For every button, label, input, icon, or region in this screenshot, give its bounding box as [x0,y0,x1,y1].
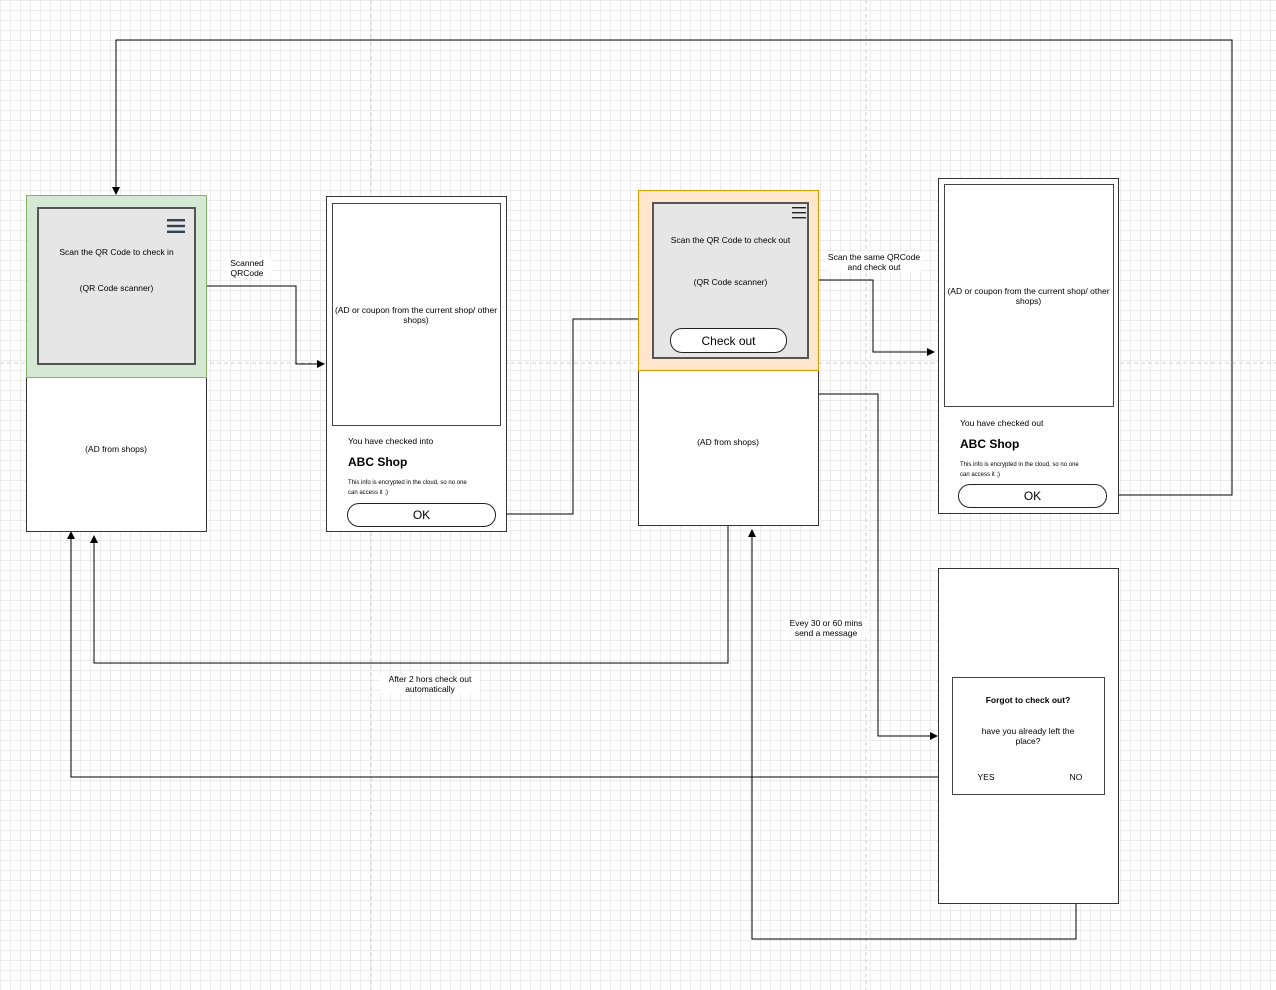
checked-in-ad-label: (AD or coupon from the current shop/ oth… [334,305,498,326]
checkout-ad: (AD from shops) [697,437,759,447]
checkout-button[interactable]: Check out [670,328,787,353]
checked-out-shop-name: ABC Shop [960,437,1020,451]
checkin-scanner[interactable]: Scan the QR Code to check in (QR Code sc… [37,207,196,365]
edge-label-auto-checkout: After 2 hors check out automatically [380,674,480,695]
edge-scanned [206,285,325,368]
checked-out-status: You have checked out [960,418,1044,428]
checkout-screen: Scan the QR Code to check out (QR Code s… [637,189,819,526]
edge-label-reminder-interval: Evey 30 or 60 mins send a message [784,618,868,639]
reminder-no-button[interactable]: NO [1069,772,1083,782]
checkin-scanner-title: Scan the QR Code to check in [59,247,174,257]
checkin-scanner-label: (QR Code scanner) [79,283,154,293]
checked-in-ad-box: (AD or coupon from the current shop/ oth… [332,203,501,426]
reminder-screen: Forgot to check out? have you already le… [938,568,1119,904]
checked-out-note: This info is encrypted in the cloud, so … [960,462,1079,478]
reminder-question: have you already left the place? [981,726,1075,747]
checkin-ad: (AD from shops) [85,444,147,454]
reminder-dialog: Forgot to check out? have you already le… [952,677,1105,795]
reminder-yes-button[interactable]: YES [973,772,999,783]
checked-out-screen: (AD or coupon from the current shop/ oth… [938,178,1119,514]
checkout-scanner-label: (QR Code scanner) [693,277,768,287]
checked-in-screen: (AD or coupon from the current shop/ oth… [326,196,507,532]
checked-out-ok-button[interactable]: OK [958,484,1107,508]
edge-ok-to-checkin [112,39,1233,496]
checkin-screen: Scan the QR Code to check in (QR Code sc… [25,194,207,532]
hamburger-menu-icon[interactable] [167,218,185,234]
checked-in-status: You have checked into [348,436,434,446]
checked-in-ok-button[interactable]: OK [347,503,496,527]
checked-out-ad-label: (AD or coupon from the current shop/ oth… [947,286,1110,307]
checked-in-note: This info is encrypted in the cloud, so … [348,480,467,496]
edge-auto-checkout [90,526,729,664]
edge-reminder [818,393,938,740]
edge-yes [67,531,975,778]
checked-in-shop-name: ABC Shop [348,455,408,469]
checkout-scanner[interactable]: Scan the QR Code to check out (QR Code s… [652,202,809,359]
reminder-title: Forgot to check out? [985,695,1071,705]
hamburger-menu-icon[interactable] [792,206,806,220]
edge-label-scan-same: Scan the same QRCode and check out [826,252,922,273]
checkout-scanner-title: Scan the QR Code to check out [670,235,791,245]
edge-label-scanned: Scanned QRCode [222,258,272,279]
edge-scan-same [808,279,935,356]
checked-out-ad-box: (AD or coupon from the current shop/ oth… [944,184,1114,407]
edge-ok-to-checkout [494,315,651,515]
